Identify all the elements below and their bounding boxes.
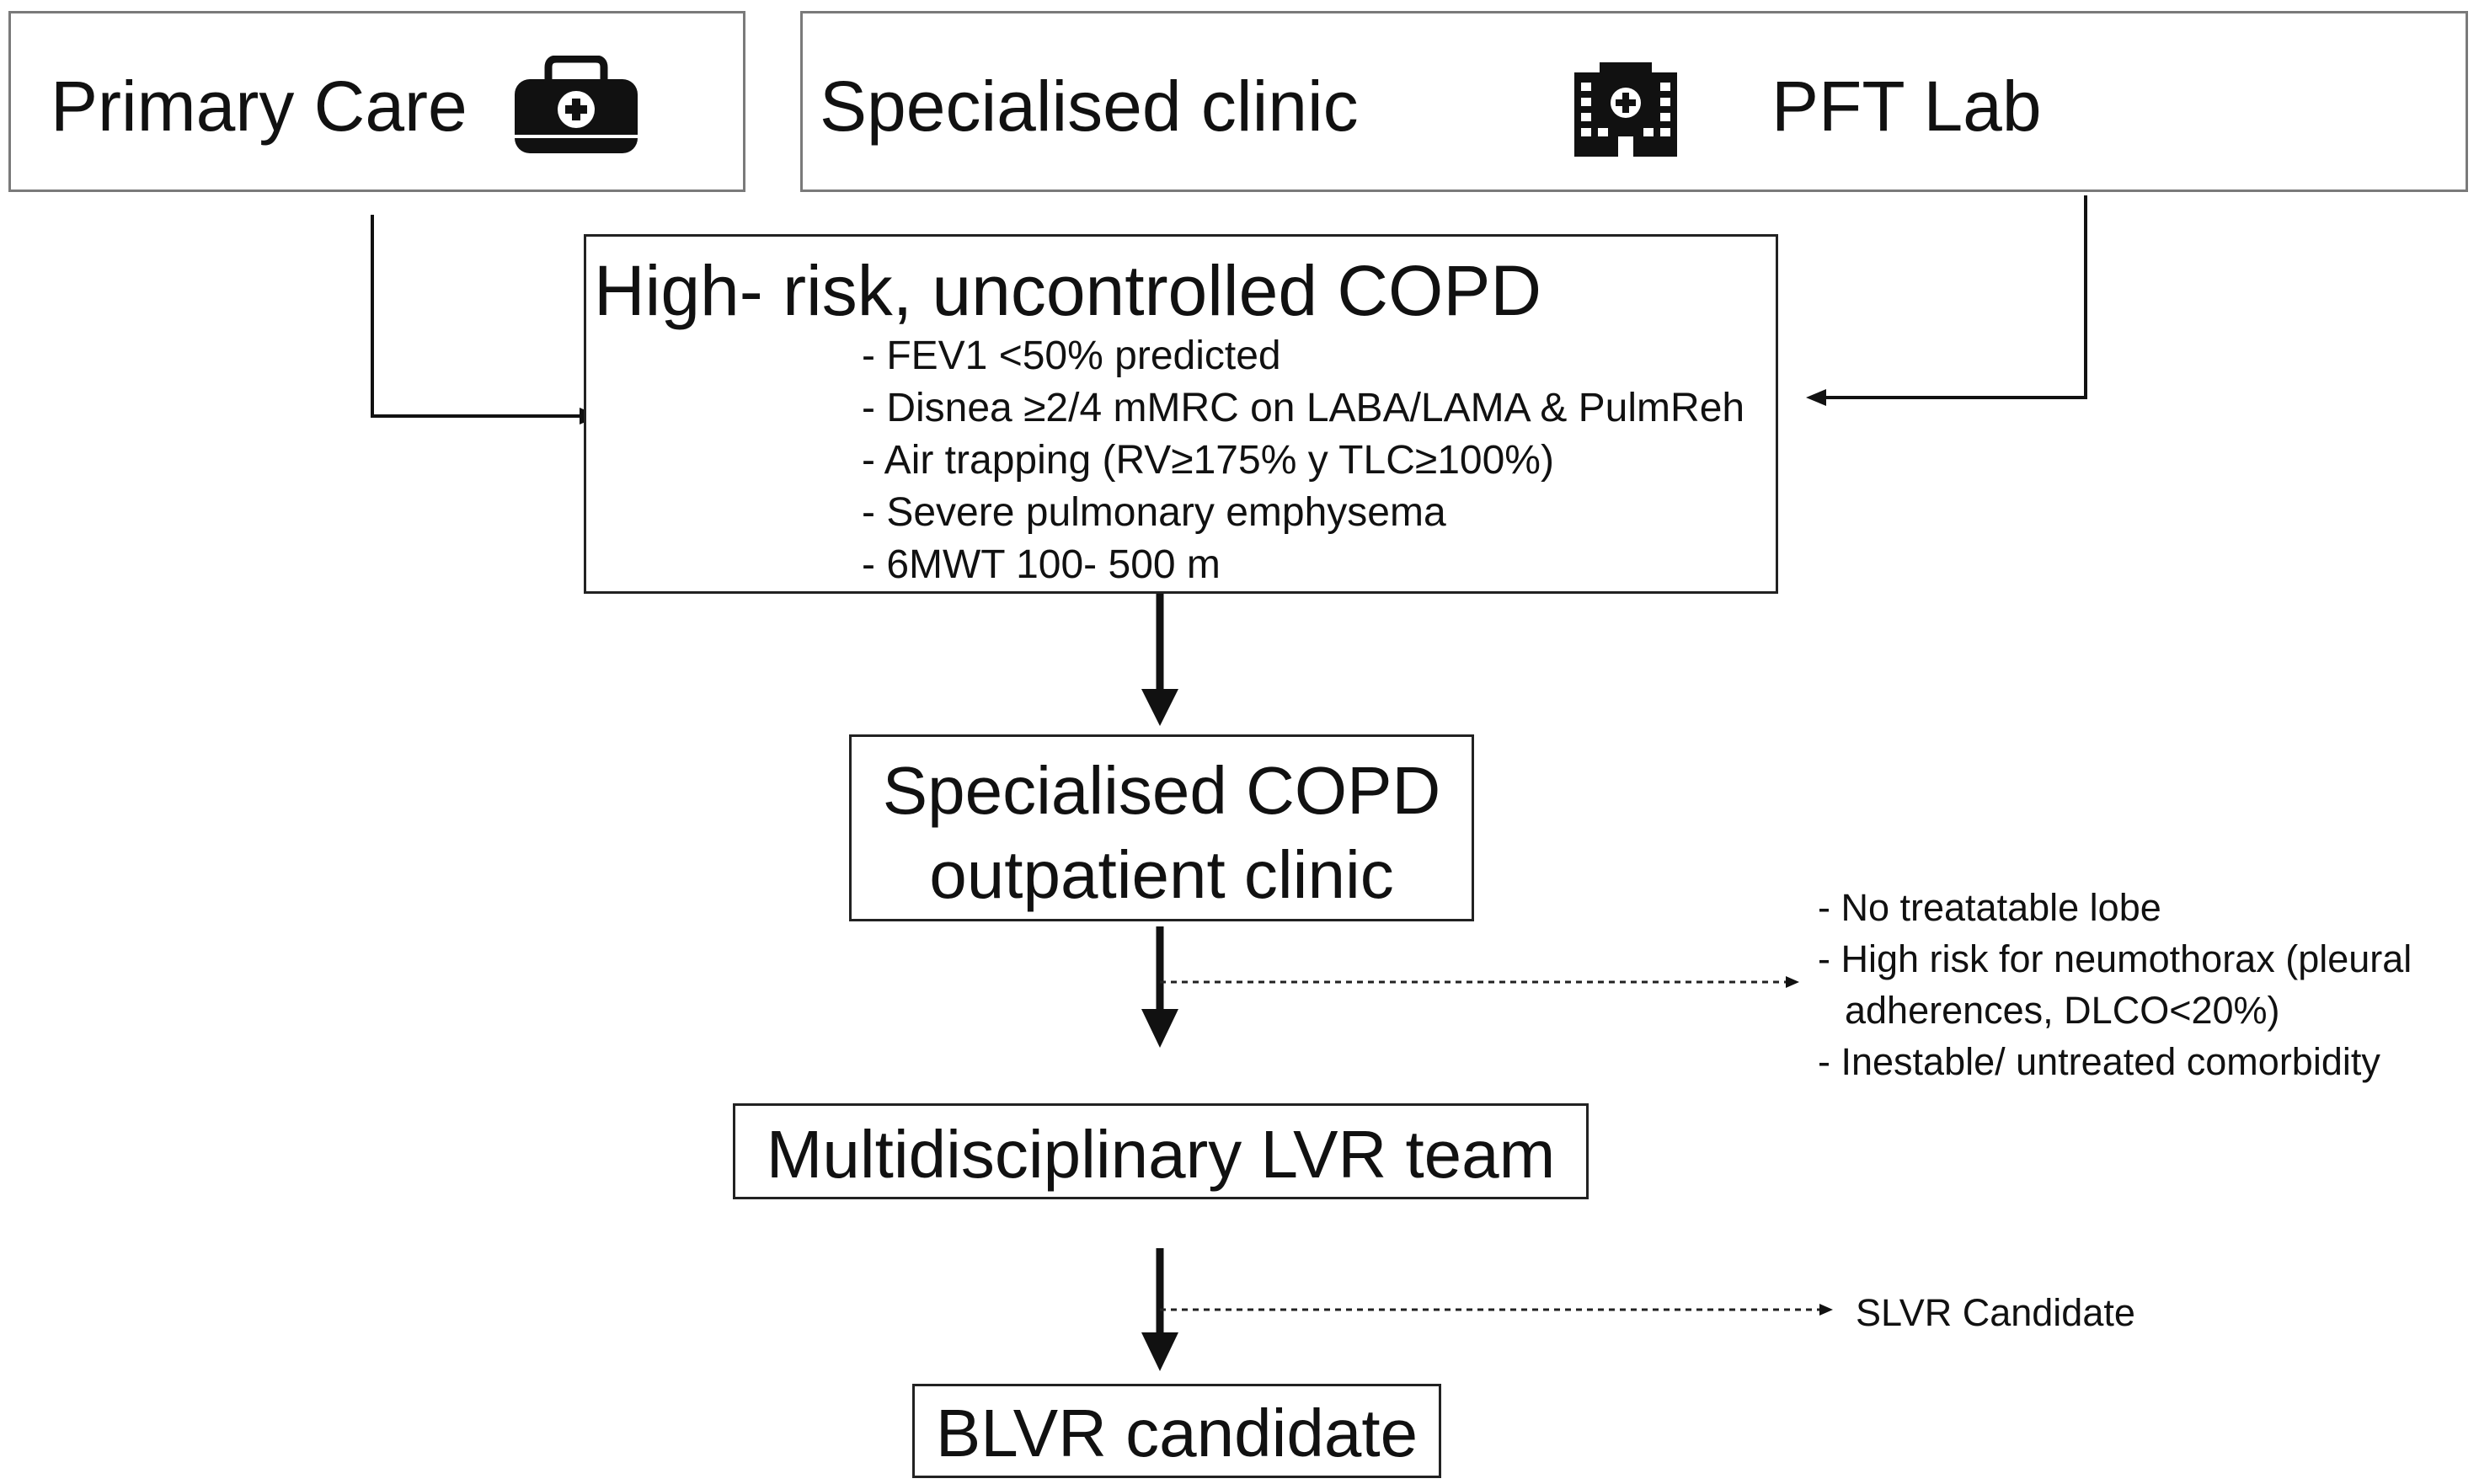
dashed-to-slvr-head bbox=[1819, 1304, 1833, 1316]
primary-care-box: Primary Care bbox=[8, 11, 745, 192]
arrow-pft-head bbox=[1806, 389, 1826, 406]
criteria-box: High- risk, uncontrolled COPD - FEV1 <50… bbox=[584, 234, 1778, 594]
criteria-item: - Air trapping (RV≥175% y TLC≥100%) bbox=[862, 438, 1554, 483]
exclusion-item: - High risk for neumothorax (pleural bbox=[1818, 937, 2412, 980]
dashed-to-exclusions-head bbox=[1786, 976, 1799, 988]
arrow-clinic-to-lvr-head bbox=[1141, 1009, 1178, 1048]
primary-care-label: Primary Care bbox=[51, 67, 467, 146]
blvr-candidate-box: BLVR candidate bbox=[912, 1384, 1441, 1478]
exclusion-item: - No treatatable lobe bbox=[1818, 886, 2161, 929]
slvr-candidate-label: SLVR Candidate bbox=[1856, 1291, 2135, 1334]
arrow-lvr-to-blvr-head bbox=[1141, 1332, 1178, 1371]
lvr-team-box: Multidisciplinary LVR team bbox=[733, 1103, 1589, 1199]
arrow-criteria-to-clinic-head bbox=[1141, 689, 1178, 726]
criteria-item: - Severe pulmonary emphysema bbox=[862, 490, 1446, 535]
arrow-pft-to-criteria bbox=[1826, 195, 2087, 399]
criteria-item: - Disnea ≥2/4 mMRC on LABA/LAMA & PulmRe… bbox=[862, 386, 1745, 430]
exclusion-item: adherences, DLCO<20%) bbox=[1845, 989, 2280, 1032]
medical-bag-icon bbox=[515, 56, 638, 153]
blvr-candidate-label: BLVR candidate bbox=[935, 1396, 1418, 1471]
criteria-title: High- risk, uncontrolled COPD bbox=[594, 251, 1542, 330]
specialised-clinic-box: Specialised clinic PFT Lab bbox=[800, 11, 2468, 192]
pft-lab-label: PFT Lab bbox=[1771, 67, 2042, 146]
specialised-clinic-label: Specialised clinic bbox=[820, 67, 1359, 146]
outpatient-clinic-box: Specialised COPD outpatient clinic bbox=[849, 734, 1474, 921]
outpatient-clinic-line2: outpatient clinic bbox=[929, 837, 1394, 912]
criteria-item: - 6MWT 100- 500 m bbox=[862, 542, 1221, 587]
hospital-building-icon bbox=[1574, 62, 1677, 157]
exclusion-item: - Inestable/ untreated comorbidity bbox=[1818, 1040, 2380, 1083]
lvr-team-label: Multidisciplinary LVR team bbox=[766, 1117, 1556, 1192]
arrow-primary-to-criteria bbox=[371, 215, 580, 418]
criteria-item: - FEV1 <50% predicted bbox=[862, 334, 1281, 378]
outpatient-clinic-line1: Specialised COPD bbox=[882, 753, 1441, 828]
